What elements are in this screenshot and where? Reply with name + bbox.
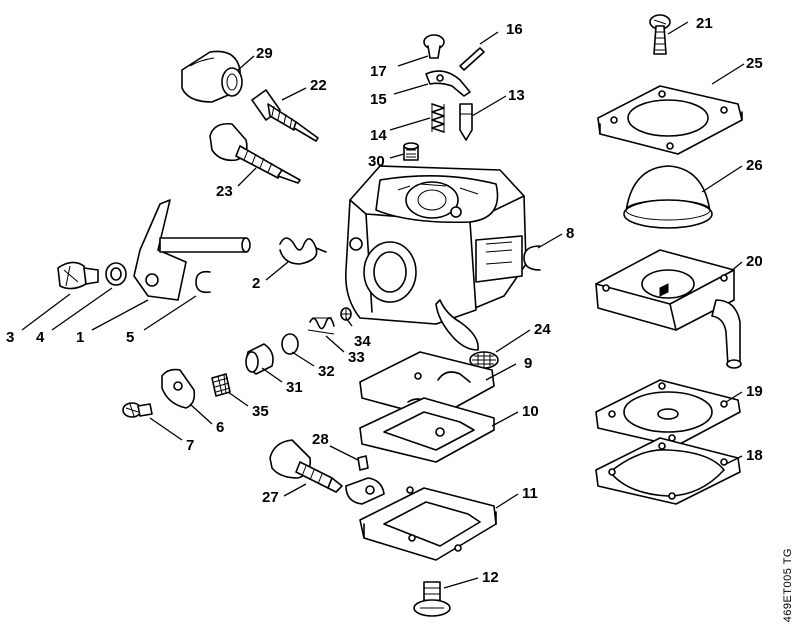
label-12: 12 (482, 569, 499, 586)
part-1-throttle-shaft (133, 199, 251, 301)
part-31-plug (245, 343, 274, 375)
part-4-washer (105, 262, 127, 286)
label-2: 2 (252, 275, 260, 292)
part-33-spring (307, 317, 335, 335)
drawing-reference-code: 469ET005 TG (782, 547, 794, 622)
part-9-gasket (359, 351, 495, 419)
part-13-inlet-needle (459, 103, 473, 141)
part-28-pin (357, 455, 369, 471)
label-28: 28 (312, 431, 329, 448)
label-27: 27 (262, 489, 279, 506)
part-21-screw (649, 14, 671, 55)
part-17-screw (423, 34, 445, 59)
label-26: 26 (746, 157, 763, 174)
part-5-clip (195, 270, 211, 294)
label-7: 7 (186, 437, 194, 454)
label-1: 1 (76, 329, 84, 346)
part-32-ring (281, 333, 299, 355)
label-5: 5 (126, 329, 134, 346)
label-34: 34 (354, 333, 371, 350)
label-20: 20 (746, 253, 763, 270)
part-26-primer-bulb (623, 165, 713, 229)
part-29-cap (181, 50, 243, 103)
carburetor-body (344, 165, 527, 351)
label-4: 4 (36, 329, 45, 346)
label-8: 8 (566, 225, 574, 242)
leader-lines (21, 21, 745, 589)
label-32: 32 (318, 363, 335, 380)
part-24-screen (469, 351, 499, 369)
label-14: 14 (370, 127, 387, 144)
part-labels: 29 22 23 3 4 1 5 2 17 16 15 13 14 30 8 2… (6, 15, 763, 586)
label-19: 19 (746, 383, 763, 400)
label-30: 30 (368, 153, 385, 170)
label-17: 17 (370, 63, 387, 80)
part-10-gasket (359, 397, 495, 463)
part-11-pump-cover (345, 477, 497, 561)
part-34-screen (340, 307, 352, 321)
part-27-adjusting-screw (269, 439, 343, 493)
part-3-screw (57, 261, 99, 290)
label-25: 25 (746, 55, 763, 72)
label-18: 18 (746, 447, 763, 464)
label-9: 9 (524, 355, 532, 372)
label-15: 15 (370, 91, 387, 108)
part-6-plate (161, 368, 196, 409)
part-14-spring (431, 103, 445, 133)
label-21: 21 (696, 15, 713, 32)
part-18-diaphragm (595, 437, 741, 505)
part-20-pump-housing (595, 249, 742, 369)
part-35-screen (211, 373, 231, 397)
part-16-pin (459, 47, 485, 71)
part-23-adjusting-screw (209, 122, 301, 184)
label-16: 16 (506, 21, 523, 38)
part-19-gasket (595, 379, 741, 447)
part-22-adjusting-screw (251, 89, 319, 142)
label-31: 31 (286, 379, 303, 396)
label-33: 33 (348, 349, 365, 366)
part-25-cover (597, 85, 743, 155)
label-6: 6 (216, 419, 224, 436)
part-2-spring (279, 237, 327, 265)
label-35: 35 (252, 403, 269, 420)
part-15-inlet-lever (425, 70, 471, 97)
label-24: 24 (534, 321, 551, 338)
part-30-strainer (403, 142, 419, 161)
label-11: 11 (522, 485, 538, 502)
label-23: 23 (216, 183, 233, 200)
label-22: 22 (310, 77, 327, 94)
part-12-screw (413, 581, 451, 617)
label-13: 13 (508, 87, 525, 104)
label-29: 29 (256, 45, 273, 62)
label-3: 3 (6, 329, 14, 346)
part-7-screw (122, 402, 153, 418)
label-10: 10 (522, 403, 539, 420)
part-8-clip (523, 245, 541, 271)
